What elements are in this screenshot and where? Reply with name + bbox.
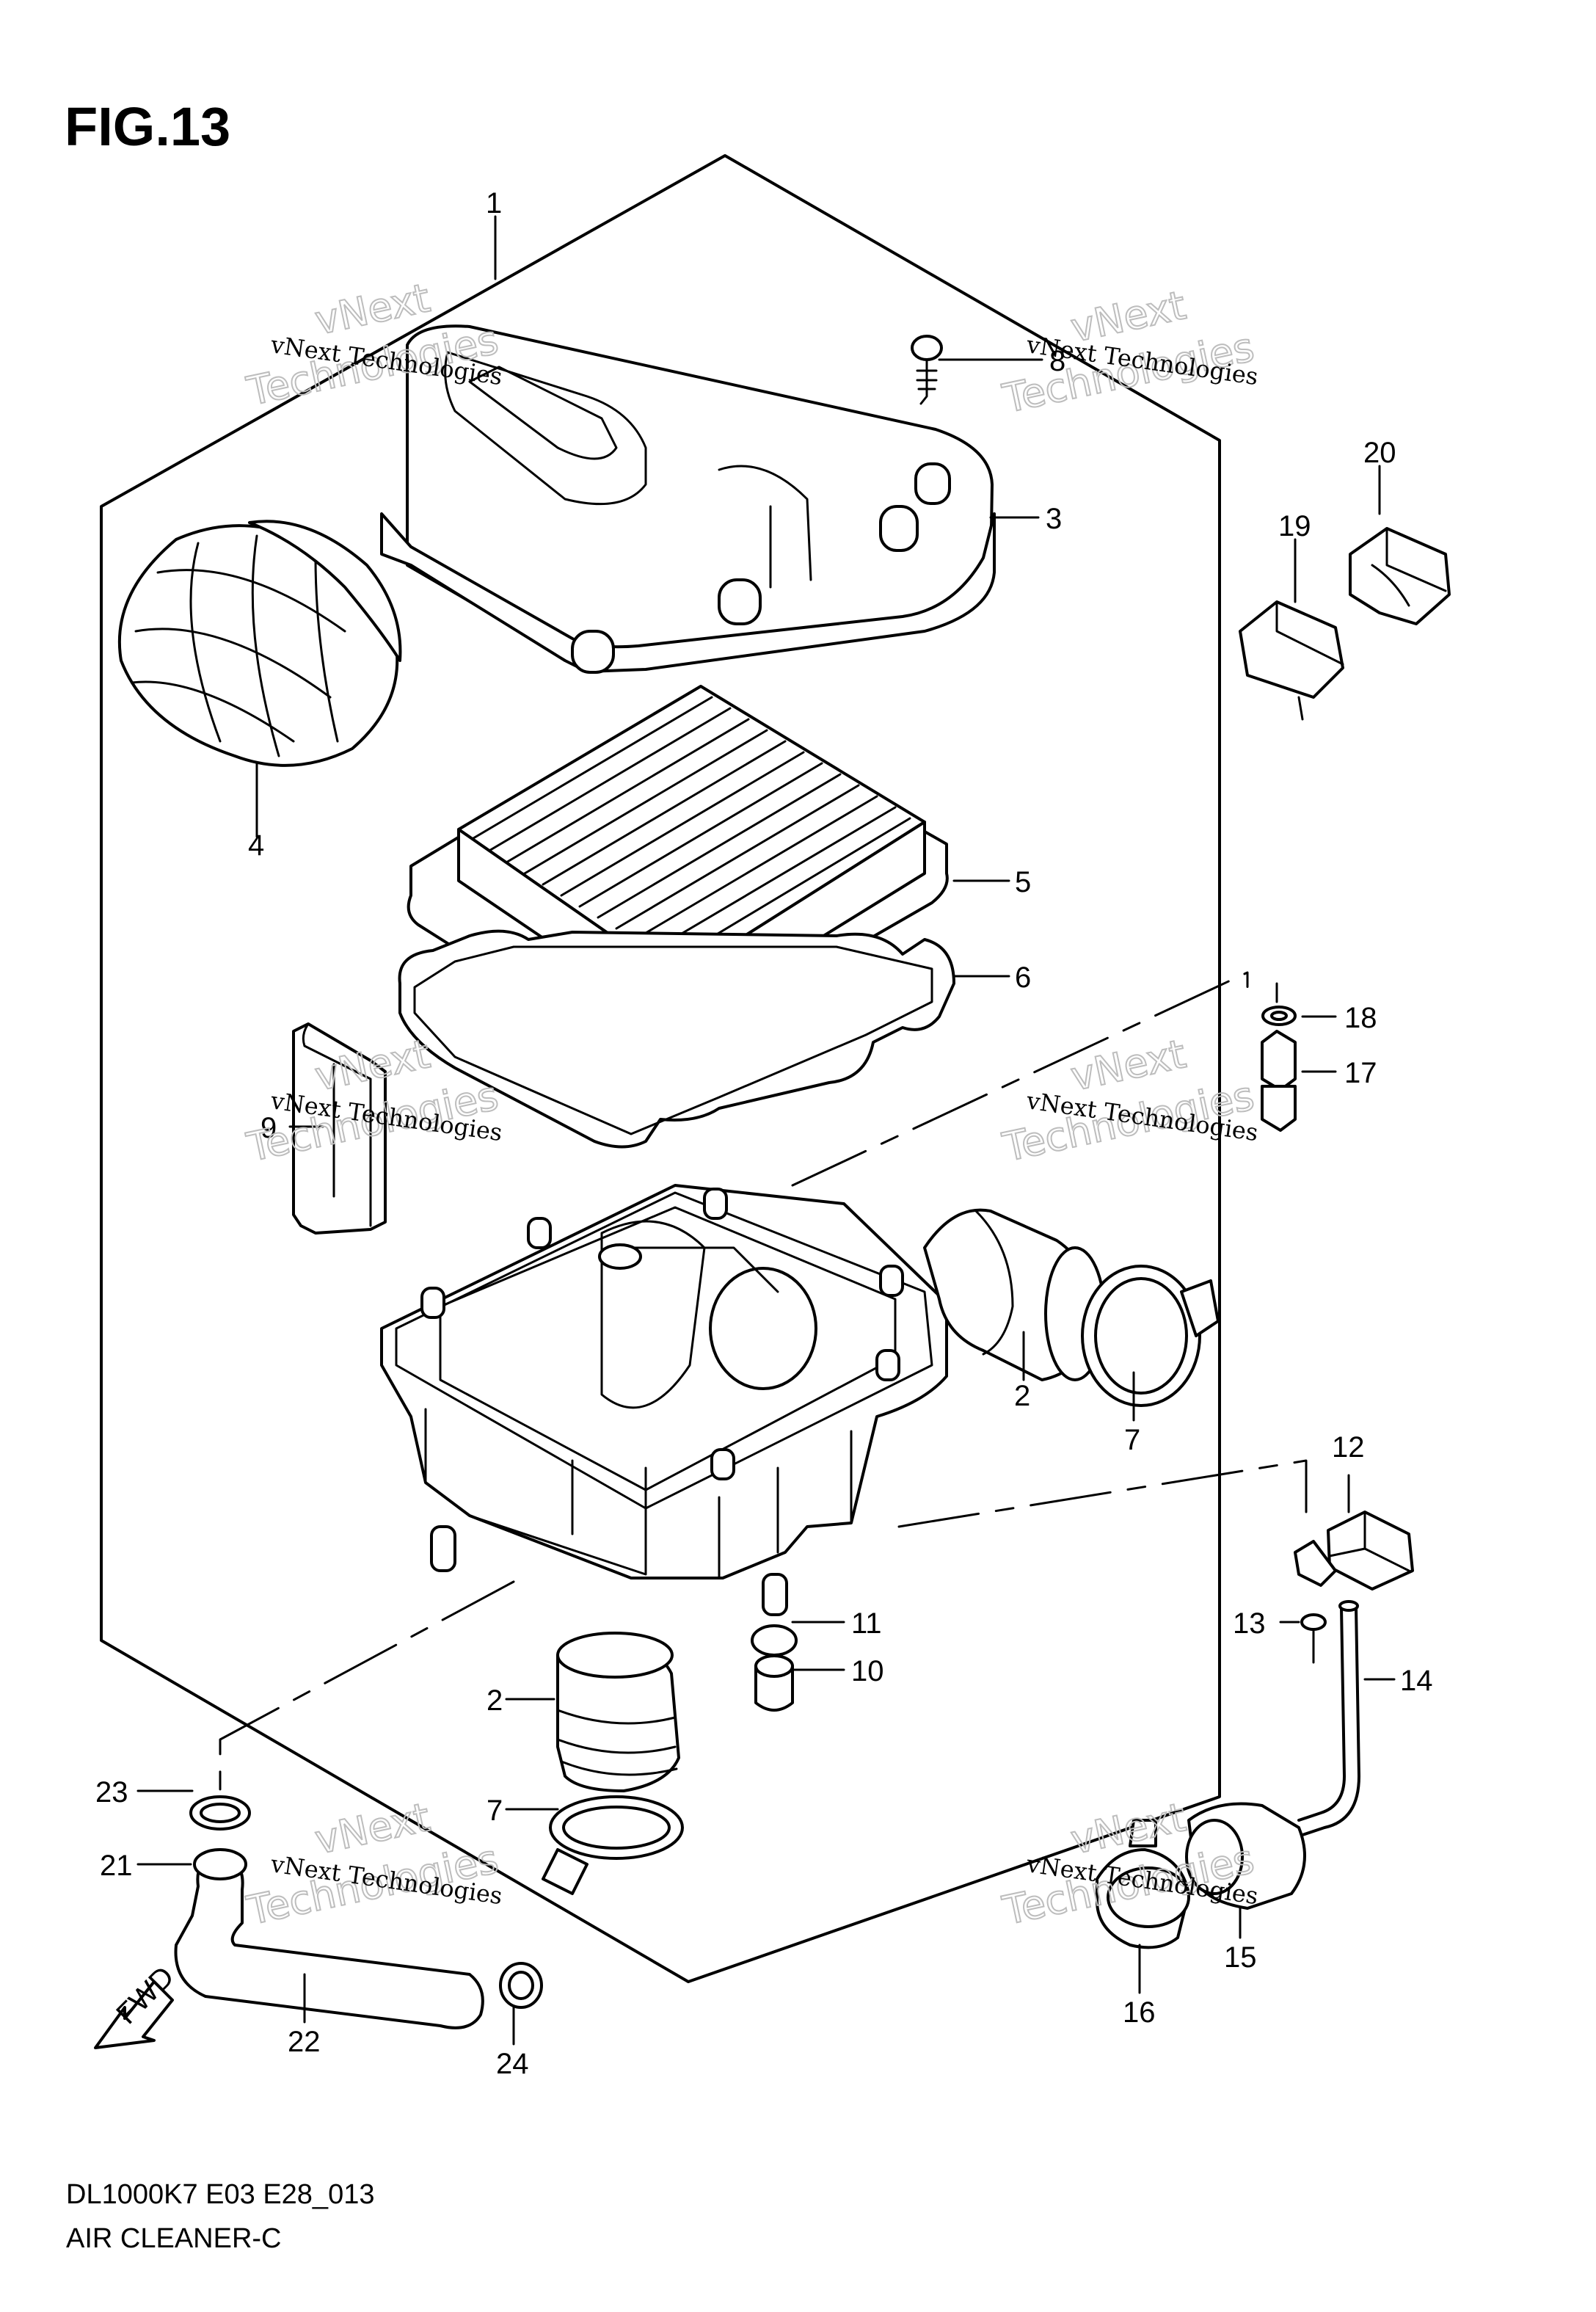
label-tag-part [292, 1022, 387, 1235]
clamp-part-23 [189, 1795, 251, 1831]
intake-tube-lower [556, 1632, 680, 1792]
leader-lines [136, 215, 1396, 2046]
callout-14: 14 [1400, 1665, 1433, 1697]
callout-9: 9 [260, 1112, 277, 1144]
o-ring-part-18 [1261, 1006, 1297, 1026]
cover-part [380, 324, 996, 674]
figure-title: FIG.13 [65, 96, 230, 157]
callout-22: 22 [288, 2026, 321, 2058]
callout-16: 16 [1123, 1996, 1156, 2029]
callout-4: 4 [248, 829, 264, 862]
sensor-part-17 [1261, 1030, 1297, 1132]
collar-part-10 [754, 1654, 794, 1712]
callout-13: 13 [1233, 1607, 1266, 1640]
model-code: DL1000K7 E03 E28_013 [66, 2179, 374, 2210]
callout-2-lower: 2 [487, 1684, 503, 1717]
callout-8: 8 [1049, 345, 1065, 377]
assembly-boundary [100, 154, 1221, 1983]
callout-15: 15 [1224, 1941, 1257, 1974]
callout-5: 5 [1015, 866, 1031, 898]
callout-2-upper: 2 [1014, 1380, 1030, 1412]
clamp-lower [542, 1795, 684, 1895]
connector-part-19 [1239, 600, 1344, 721]
valve-part-15 [1185, 1802, 1306, 1910]
callout-23: 23 [95, 1776, 128, 1808]
drain-tube-part [174, 1848, 484, 2029]
washer-part-11 [751, 1624, 798, 1657]
callout-21: 21 [100, 1850, 133, 1882]
intake-cage-part [117, 520, 402, 767]
callout-12: 12 [1332, 1431, 1365, 1464]
connector-part-20 [1349, 527, 1451, 625]
callout-6: 6 [1015, 961, 1031, 994]
clamp-upper [1081, 1265, 1220, 1407]
callout-7-lower: 7 [487, 1795, 503, 1827]
callouts: 1 8 3 4 5 6 9 18 17 19 20 2 7 11 10 2 7 … [95, 187, 1433, 2080]
screw-part-8 [911, 335, 943, 405]
callout-11: 11 [851, 1607, 882, 1640]
callout-24: 24 [496, 2048, 529, 2080]
cap-part-16 [1096, 1819, 1190, 1949]
callout-3: 3 [1046, 503, 1062, 535]
screw-part-13 [1300, 1613, 1327, 1664]
hose-part-14 [1297, 1600, 1360, 1836]
callout-20: 20 [1363, 437, 1396, 469]
air-cleaner-housing [380, 1184, 948, 1616]
callout-1: 1 [486, 187, 502, 219]
callout-7-upper: 7 [1124, 1424, 1140, 1456]
callout-10: 10 [851, 1655, 884, 1687]
assembly-guide-lines [219, 971, 1308, 1792]
bracket-part [1294, 1540, 1337, 1587]
callout-19: 19 [1278, 510, 1311, 542]
forward-arrow-icon: FWD [94, 1960, 181, 2049]
sensor-part-12 [1327, 1511, 1414, 1591]
intake-tube-upper [923, 1208, 1106, 1381]
callout-17: 17 [1344, 1057, 1377, 1089]
clamp-part-24 [499, 1962, 543, 2009]
assembly-name: AIR CLEANER-C [66, 2223, 282, 2254]
callout-18: 18 [1344, 1002, 1377, 1034]
watermarks: Technologies vNext vNext Technologies Te… [242, 274, 1260, 1935]
